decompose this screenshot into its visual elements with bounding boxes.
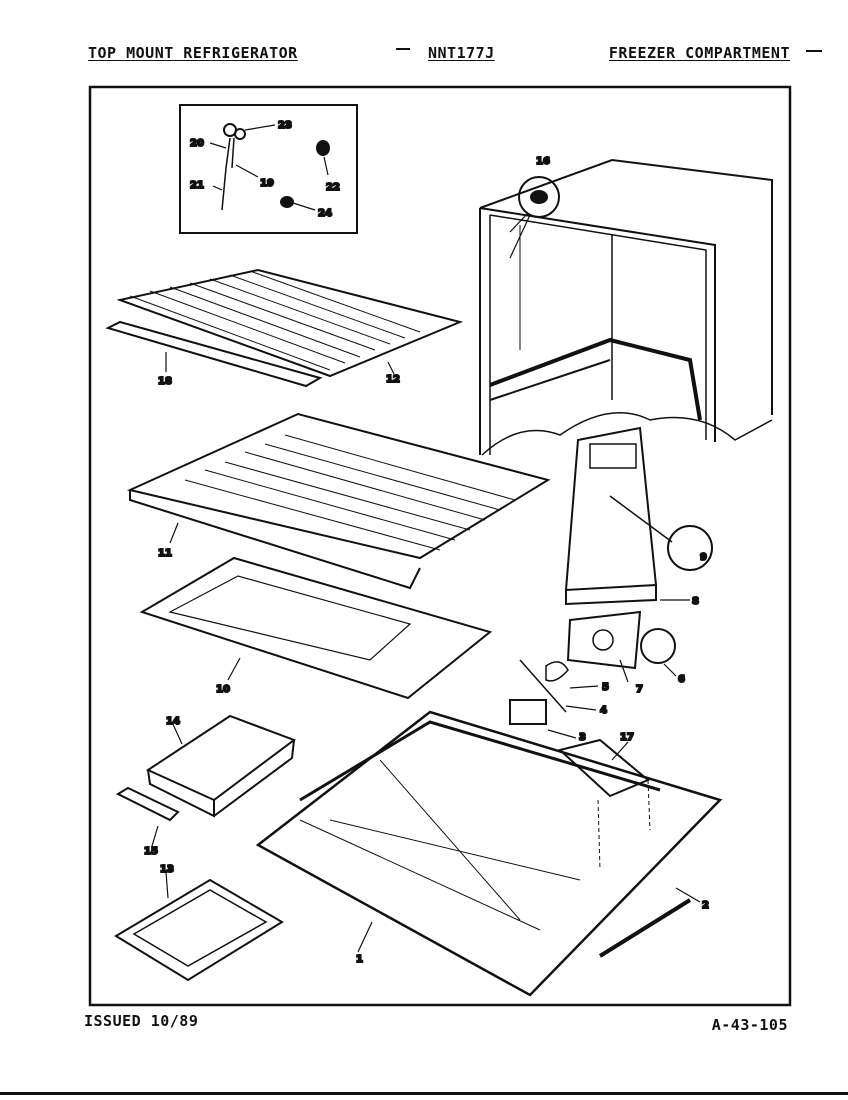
bin-handle-15 (115, 786, 180, 847)
ice-tray-13 (114, 871, 284, 982)
model-number: NNT177J (428, 44, 495, 62)
callout-5: 5 (602, 682, 609, 693)
callout-9: 9 (700, 552, 707, 563)
header-dash-right (806, 50, 822, 52)
callout-8: 8 (692, 596, 699, 607)
callout-17: 17 (620, 732, 634, 743)
evaporator-cover-8 (564, 426, 713, 606)
cover-panel-10 (139, 556, 493, 700)
callout-2: 2 (702, 900, 709, 911)
freezer-shelf-11 (126, 412, 551, 590)
callout-15: 15 (144, 846, 158, 857)
callout-16: 16 (536, 156, 550, 167)
page-code: A-43-105 (711, 1016, 788, 1034)
air-duct-17 (557, 738, 651, 871)
callout-3: 3 (579, 732, 586, 743)
callout-22: 22 (326, 182, 340, 193)
callout-12: 12 (386, 374, 400, 385)
callout-13: 13 (160, 864, 174, 875)
section-title: FREEZER COMPARTMENT (608, 44, 790, 62)
shelf-bracket-18 (105, 320, 323, 388)
header-dash (396, 48, 410, 50)
fan-bracket-7 (566, 610, 677, 683)
callout-11: 11 (158, 548, 172, 559)
callout-23: 23 (278, 120, 292, 131)
callout-24: 24 (318, 208, 332, 219)
callout-7: 7 (636, 684, 643, 695)
header-title: TOP MOUNT REFRIGERATOR (88, 44, 298, 62)
callout-21: 21 (190, 180, 204, 191)
issued-date: ISSUED 10/89 (84, 1012, 199, 1030)
wire-shelf-12 (116, 268, 464, 378)
callout-20: 20 (190, 138, 204, 149)
inset-thermostat-parts (179, 104, 358, 234)
callout-10: 10 (216, 684, 230, 695)
freezer-cabinet (479, 158, 773, 456)
bottom-rule (0, 1092, 848, 1095)
callout-14: 14 (166, 716, 180, 727)
callout-4: 4 (600, 705, 607, 716)
callout-19: 19 (260, 178, 274, 189)
callout-18: 18 (158, 376, 172, 387)
callout-6: 6 (678, 674, 685, 685)
callout-1: 1 (356, 954, 363, 965)
diagram-frame (88, 85, 792, 1007)
freezer-floor-1 (255, 710, 723, 997)
fan-motor-parts (509, 659, 599, 739)
ice-bin-14 (145, 714, 297, 818)
